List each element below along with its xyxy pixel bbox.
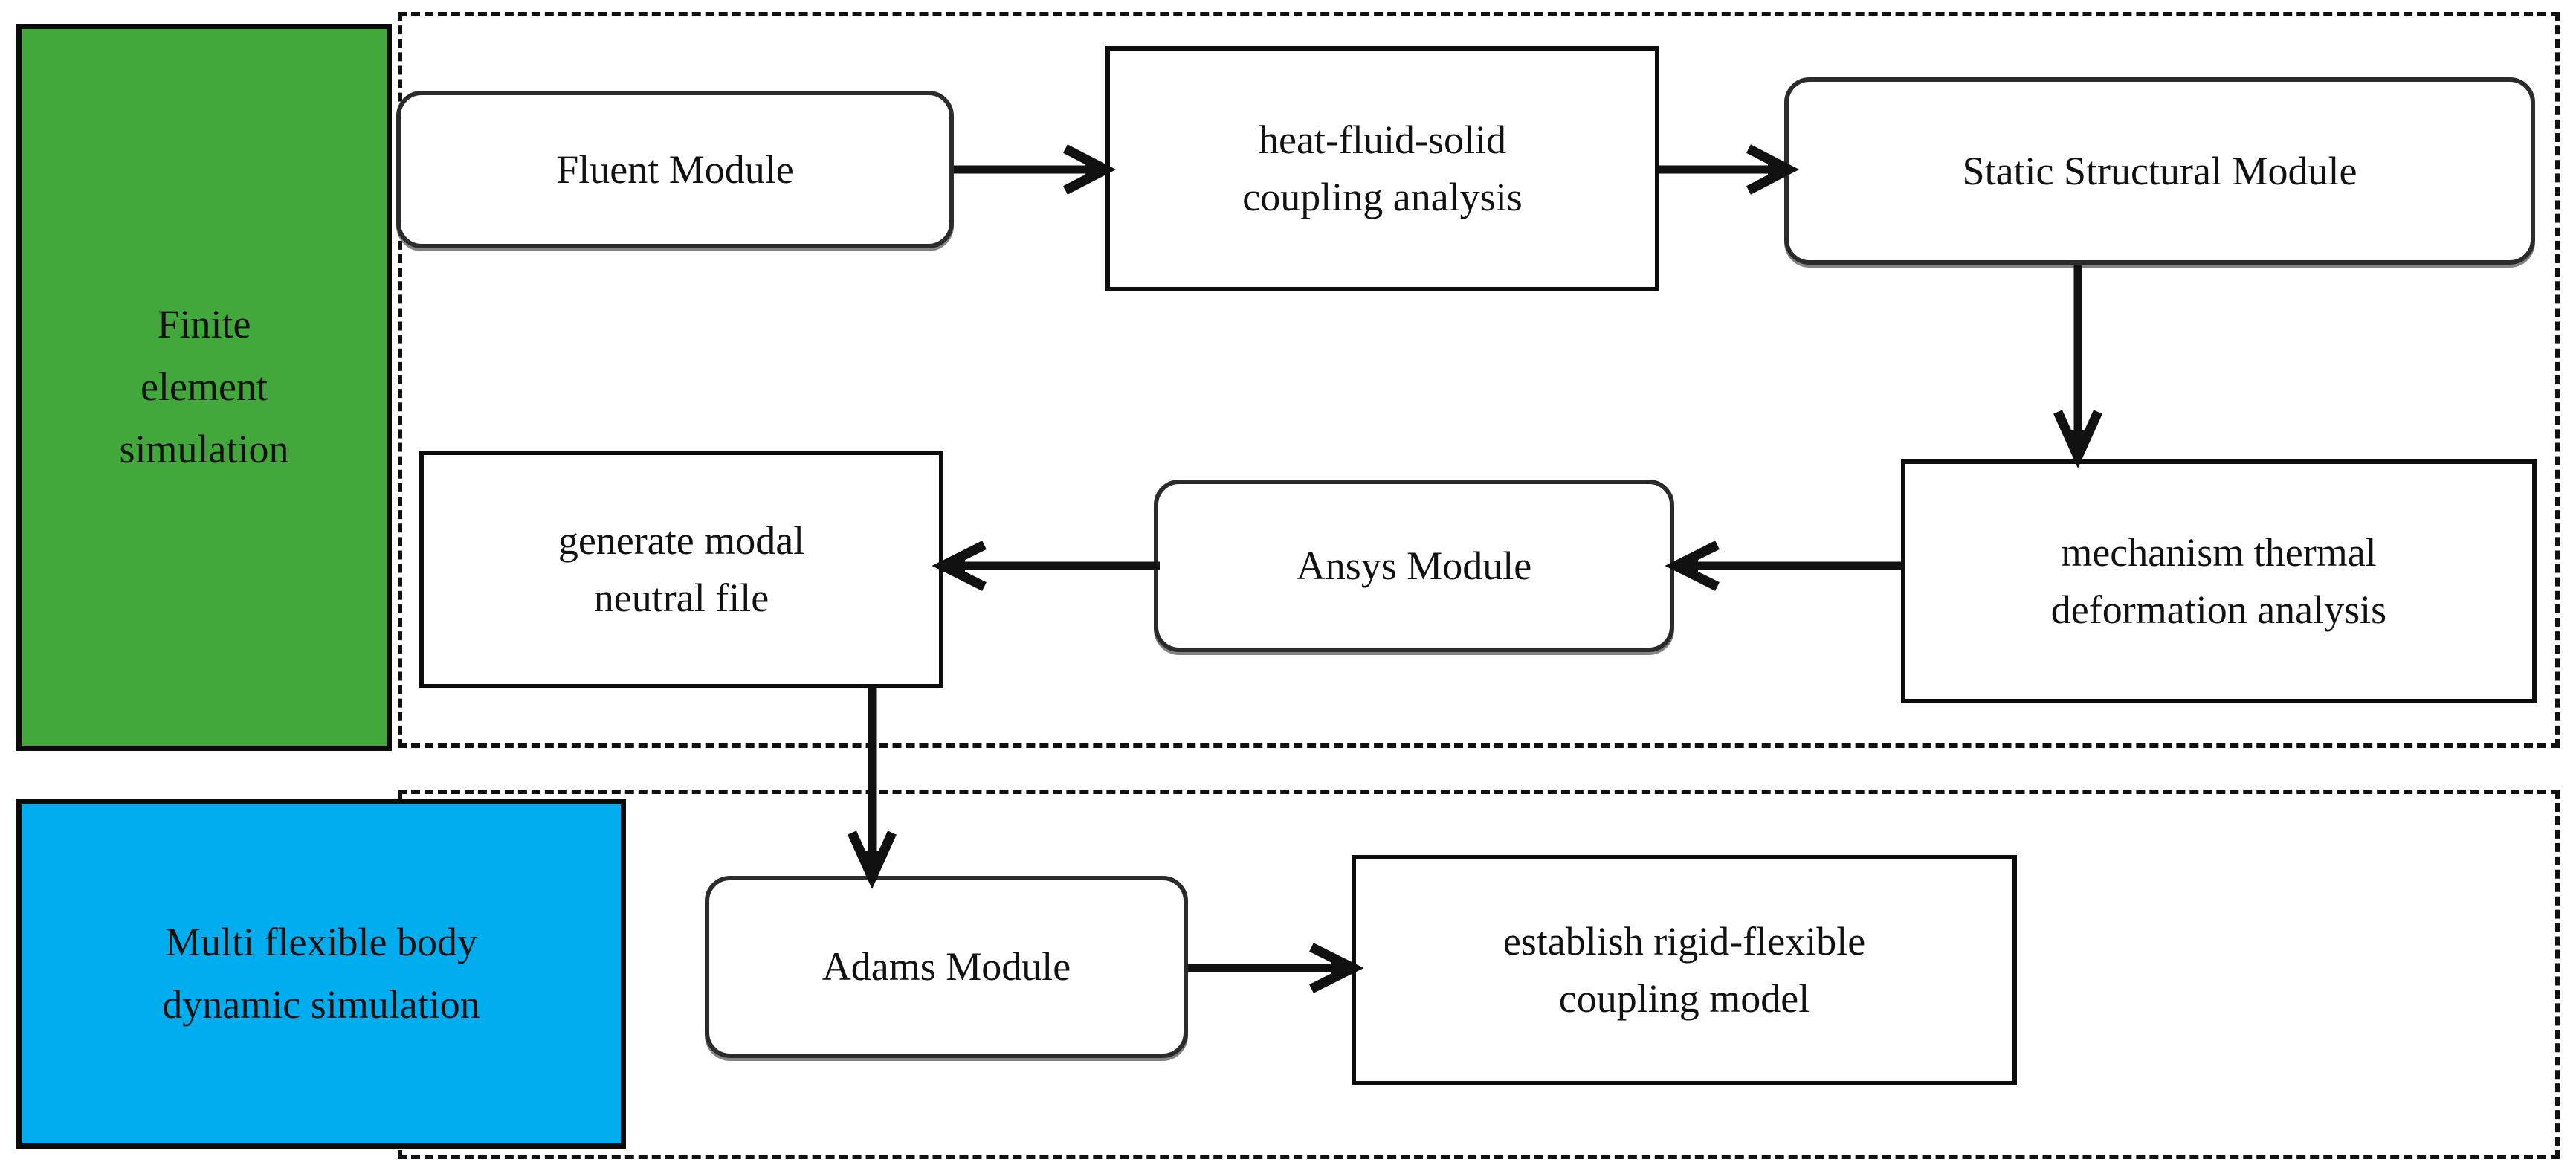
edge-static-structural-to-mechanism-thermal	[2052, 265, 2104, 468]
node-fluent-module[interactable]: Fluent Module	[396, 91, 954, 248]
category-label-finite-element: Finite element simulation	[119, 302, 289, 471]
node-label-establish-rigid-flexible-coupling-model: establish rigid-flexible coupling model	[1502, 919, 1866, 1021]
node-heat-fluid-solid-coupling-analysis[interactable]: heat-fluid-solid coupling analysis	[1105, 46, 1659, 291]
node-label-generate-modal-neutral-file: generate modal neutral file	[558, 518, 805, 620]
edge-ansys-module-to-generate-modal-neutral-file	[932, 541, 1160, 591]
node-static-structural-module[interactable]: Static Structural Module	[1784, 77, 2535, 265]
category-label-multibody: Multi flexible body dynamic simulation	[162, 920, 480, 1027]
category-block-multibody: Multi flexible body dynamic simulation	[16, 799, 626, 1149]
node-establish-rigid-flexible-coupling-model[interactable]: establish rigid-flexible coupling model	[1352, 855, 2017, 1085]
node-generate-modal-neutral-file[interactable]: generate modal neutral file	[419, 451, 943, 688]
edge-generate-modal-neutral-file-to-adams-module	[846, 687, 898, 889]
edge-heat-fluid-solid-to-static-structural	[1659, 144, 1800, 195]
edge-fluent-to-heat-fluid-solid	[954, 144, 1117, 195]
node-adams-module[interactable]: Adams Module	[705, 876, 1188, 1058]
node-label-fluent-module: Fluent Module	[556, 146, 794, 192]
node-label-adams-module: Adams Module	[821, 944, 1071, 990]
node-mechanism-thermal-deformation-analysis[interactable]: mechanism thermal deformation analysis	[1901, 459, 2537, 703]
group-frame-finite-element	[398, 12, 2560, 748]
category-block-finite-element: Finite element simulation	[16, 24, 392, 751]
node-label-ansys-module: Ansys Module	[1296, 543, 1532, 588]
node-label-static-structural-module: Static Structural Module	[1962, 148, 2357, 193]
node-label-heat-fluid-solid-coupling-analysis: heat-fluid-solid coupling analysis	[1242, 117, 1523, 219]
node-label-mechanism-thermal-deformation-analysis: mechanism thermal deformation analysis	[2050, 530, 2387, 632]
edge-adams-module-to-rigid-flexible-model	[1188, 943, 1364, 993]
edge-mechanism-thermal-to-ansys-module	[1665, 541, 1905, 591]
node-ansys-module[interactable]: Ansys Module	[1154, 480, 1674, 652]
